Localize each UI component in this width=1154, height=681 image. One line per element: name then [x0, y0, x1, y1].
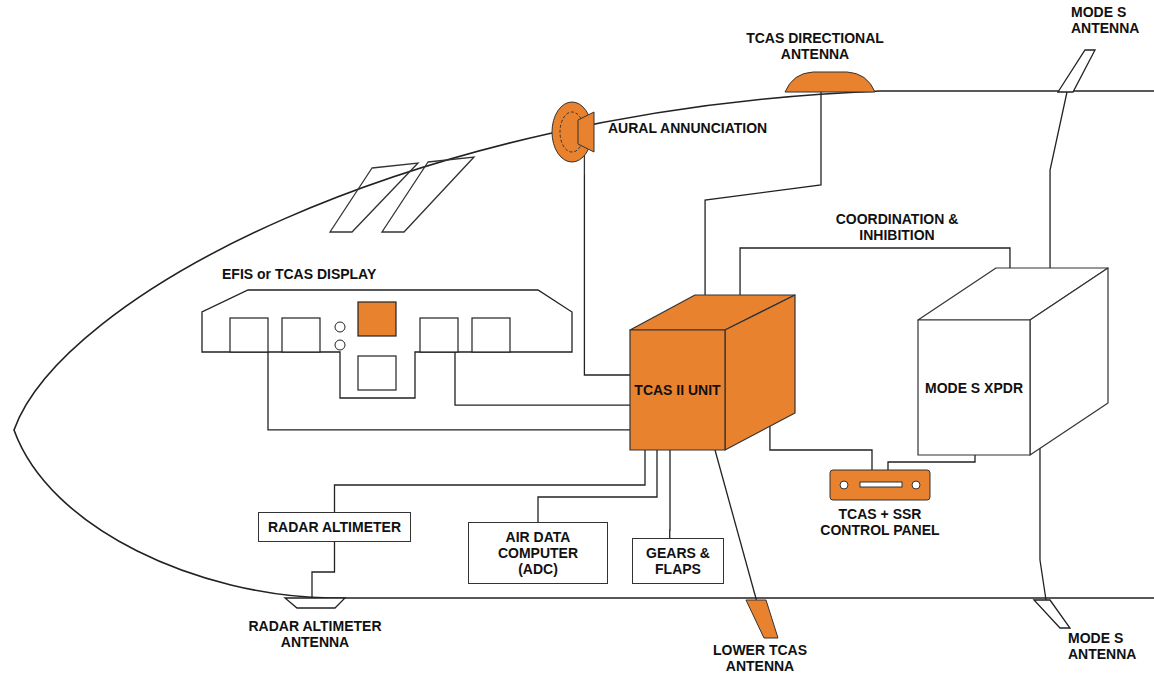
component-caption: EFIS or TCAS DISPLAY: [222, 266, 482, 282]
edge-label: COORDINATION & INHIBITION: [820, 211, 974, 243]
antenna-symbol: [746, 600, 778, 638]
process-box: AIR DATA COMPUTER (ADC): [468, 522, 608, 584]
signal-wire: [268, 352, 630, 430]
unit-label: TCAS II UNIT: [634, 382, 721, 398]
control-panel-node: TCAS + SSR CONTROL PANEL: [830, 470, 930, 500]
antenna-node: MODE S ANTENNA: [1030, 600, 1070, 628]
antenna-symbol: [1058, 50, 1095, 92]
component-label: TCAS II UNIT: [634, 382, 721, 398]
signal-wire: [538, 450, 657, 522]
component-label: TCAS + SSR CONTROL PANEL: [815, 506, 945, 538]
component-symbol: [200, 290, 575, 400]
control-panel-symbol: [830, 470, 930, 500]
component-label: EFIS or TCAS DISPLAY: [222, 266, 482, 282]
component-caption: RADAR ALTIMETER ANTENNA: [240, 618, 390, 650]
antenna-symbol: [785, 72, 875, 92]
component-symbol: [1055, 50, 1095, 92]
component-label: LOWER TCAS ANTENNA: [695, 642, 825, 674]
component-symbol: [830, 470, 930, 500]
component-symbol: [285, 598, 345, 612]
signal-wire: [335, 450, 646, 512]
component-caption: TCAS + SSR CONTROL PANEL: [815, 506, 945, 538]
component-symbol: [548, 100, 600, 175]
instrument-panel: [202, 290, 572, 398]
cockpit-window: [382, 157, 474, 232]
signal-wire: [669, 450, 671, 538]
antenna-node: RADAR ALTIMETER ANTENNA: [285, 598, 345, 612]
component-label: GEARS & FLAPS: [642, 545, 714, 577]
antenna-node: MODE S ANTENNA: [1055, 50, 1095, 92]
component-symbol: [742, 600, 778, 638]
component-caption: MODE S ANTENNA: [1068, 630, 1150, 662]
antenna-node: TCAS DIRECTIONAL ANTENNA: [785, 70, 875, 92]
unit-outline: [630, 295, 795, 450]
process-box: RADAR ALTIMETER: [258, 512, 411, 542]
component-label: MODE S XPDR: [922, 380, 1026, 396]
process-box: GEARS & FLAPS: [632, 538, 724, 584]
antenna-symbol: [285, 598, 345, 608]
transponder-box: MODE S XPDR: [918, 268, 1108, 455]
unit-outline: [918, 268, 1108, 455]
component-label: RADAR ALTIMETER: [268, 519, 401, 535]
antenna-node: LOWER TCAS ANTENNA: [742, 600, 778, 638]
component-label: TCAS DIRECTIONAL ANTENNA: [730, 30, 900, 62]
component-symbol: [785, 70, 875, 92]
antenna-symbol: [1034, 600, 1070, 628]
component-label: AURAL ANNUNCIATION: [608, 120, 768, 136]
display-node: EFIS or TCAS DISPLAY: [200, 290, 575, 400]
component-caption: TCAS DIRECTIONAL ANTENNA: [730, 30, 900, 62]
component-label: AIR DATA COMPUTER (ADC): [478, 529, 598, 577]
signal-wire: [1050, 92, 1067, 268]
component-caption: MODE S ANTENNA: [1071, 4, 1151, 36]
component-caption: LOWER TCAS ANTENNA: [695, 642, 825, 674]
component-label: RADAR ALTIMETER ANTENNA: [240, 618, 390, 650]
signal-wire: [455, 352, 630, 405]
component-label: MODE S ANTENNA: [1071, 4, 1151, 36]
speaker-node: AURAL ANNUNCIATION: [548, 100, 600, 175]
component-label: MODE S ANTENNA: [1068, 630, 1150, 662]
signal-wire: [584, 175, 630, 375]
tcas-unit-box: TCAS II UNIT: [630, 295, 795, 450]
fuselage-outline: [14, 91, 1154, 598]
component-caption: AURAL ANNUNCIATION: [608, 120, 768, 136]
signal-wire: [1040, 448, 1046, 600]
speaker-symbol: [552, 102, 594, 175]
signal-wire: [770, 426, 872, 470]
signal-wire: [888, 455, 975, 470]
signal-wire: [312, 542, 335, 598]
unit-label: MODE S XPDR: [922, 380, 1026, 396]
component-symbol: [1030, 600, 1070, 628]
